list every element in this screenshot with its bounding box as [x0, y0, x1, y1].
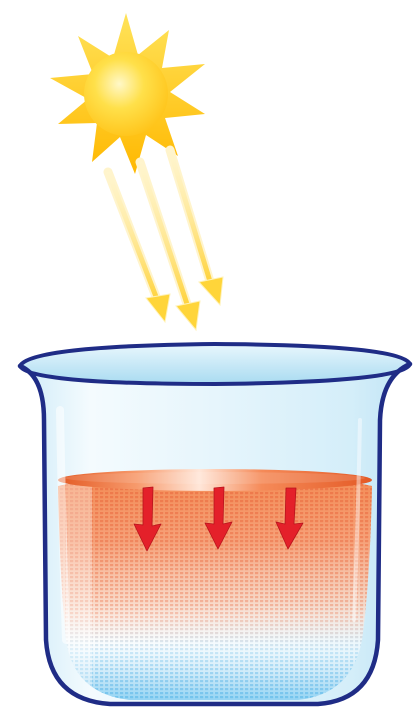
sunlight-beams [108, 150, 223, 330]
liquid [40, 470, 380, 709]
sun-disk [84, 52, 168, 136]
sun-icon [50, 13, 205, 174]
light-beam-arrow-icon [108, 172, 170, 322]
light-beam-arrow-icon [140, 162, 200, 330]
